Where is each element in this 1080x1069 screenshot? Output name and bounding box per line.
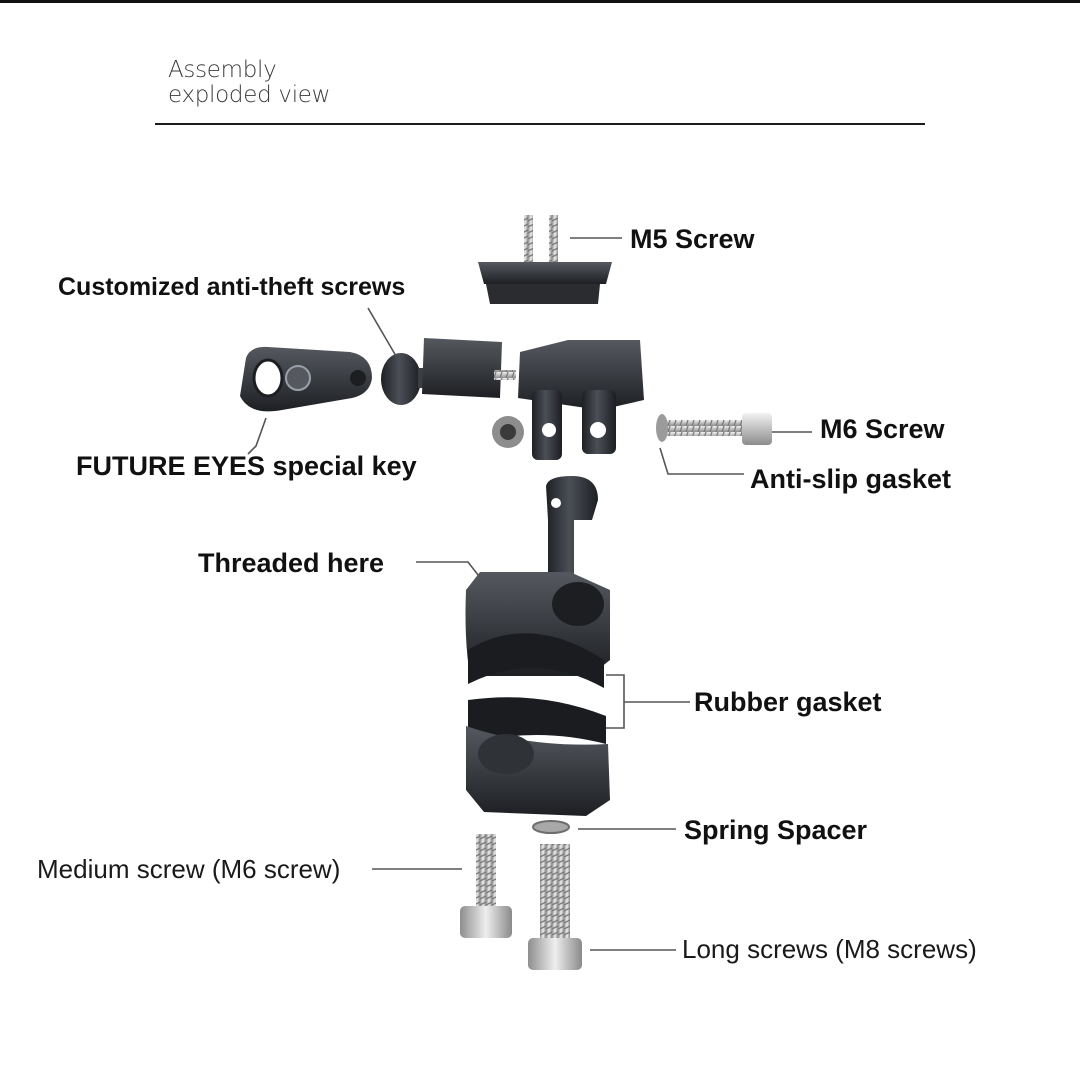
anti-theft-screw-assembly [381,338,516,405]
label-special-key: FUTURE EYES special key [76,451,417,481]
special-key-illustration [240,346,372,412]
m5-screw-plate [478,215,612,304]
label-medium-screw: Medium screw (M6 screw) [37,854,341,884]
page-title: Assembly exploded view [168,58,330,108]
title-line-2: exploded view [168,82,331,108]
ball-post [546,476,598,590]
label-threaded-here: Threaded here [198,548,385,578]
top-border [0,0,1080,3]
label-anti-theft-screws: Customized anti-theft screws [58,273,406,301]
label-anti-slip-gasket: Anti-slip gasket [750,464,952,494]
spring-spacer-washer [532,820,570,834]
label-m5-screw: M5 Screw [630,224,755,254]
label-m6-screw: M6 Screw [820,414,945,444]
clamp-head [492,340,644,460]
label-spring-spacer: Spring Spacer [684,815,868,845]
m6-side-screw [656,413,772,445]
label-rubber-gasket: Rubber gasket [694,687,882,717]
lower-clamp [466,697,610,816]
title-line-1: Assembly [168,57,277,83]
upper-clamp [465,572,610,688]
label-long-screws: Long screws (M8 screws) [682,934,977,964]
title-divider [155,123,925,125]
leader-lines [247,237,812,951]
long-screw-illustration [528,844,582,970]
medium-screw-illustration [460,834,512,938]
